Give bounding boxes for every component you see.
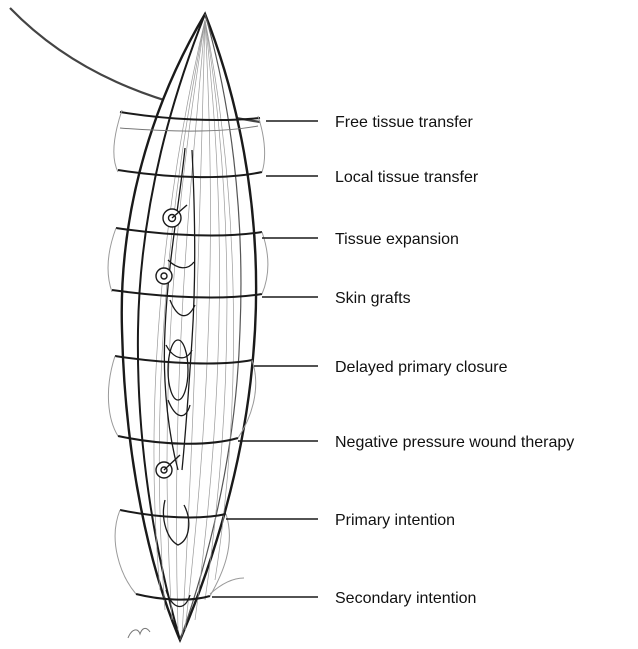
wound-illustration <box>108 14 268 640</box>
label-negative-pressure-wound-therapy: Negative pressure wound therapy <box>335 434 574 451</box>
ladder-labels: Free tissue transfer Local tissue transf… <box>212 114 574 607</box>
label-free-tissue-transfer: Free tissue transfer <box>335 114 474 131</box>
label-local-tissue-transfer: Local tissue transfer <box>335 169 479 186</box>
wound-outline <box>122 14 256 640</box>
artist-signature <box>128 628 150 638</box>
label-skin-grafts: Skin grafts <box>335 290 411 307</box>
label-tissue-expansion: Tissue expansion <box>335 231 459 248</box>
label-delayed-primary-closure: Delayed primary closure <box>335 359 508 376</box>
label-secondary-intention: Secondary intention <box>335 590 476 607</box>
label-primary-intention: Primary intention <box>335 512 455 529</box>
